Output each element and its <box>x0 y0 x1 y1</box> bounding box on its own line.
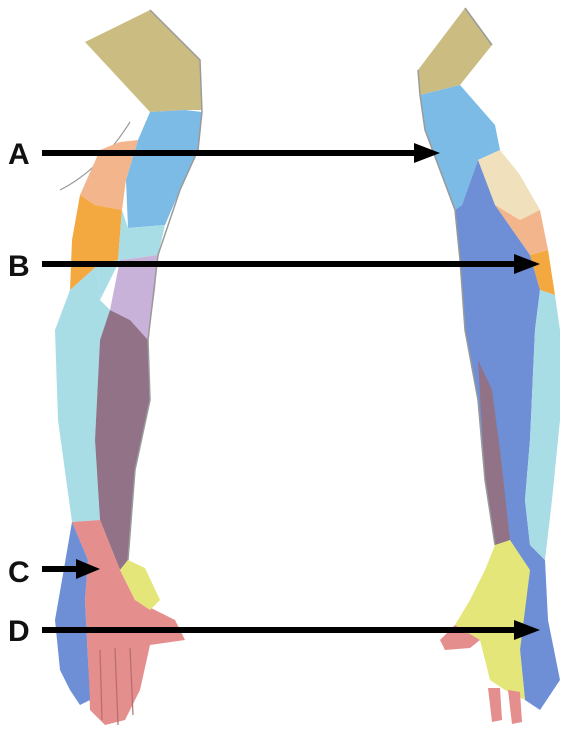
right-pink-fingertips-region <box>488 688 522 724</box>
right-shoulder-region <box>418 8 492 95</box>
label-a-group: A <box>8 138 440 171</box>
label-a: A <box>8 138 30 171</box>
label-b: B <box>8 250 30 283</box>
label-d: D <box>8 615 30 648</box>
left-shoulder-region <box>85 10 202 112</box>
label-c: C <box>8 556 30 589</box>
right-yellow-region <box>455 540 530 700</box>
right-arm <box>418 8 560 724</box>
left-upper-lateral-region <box>126 110 202 228</box>
left-arm <box>55 10 202 725</box>
